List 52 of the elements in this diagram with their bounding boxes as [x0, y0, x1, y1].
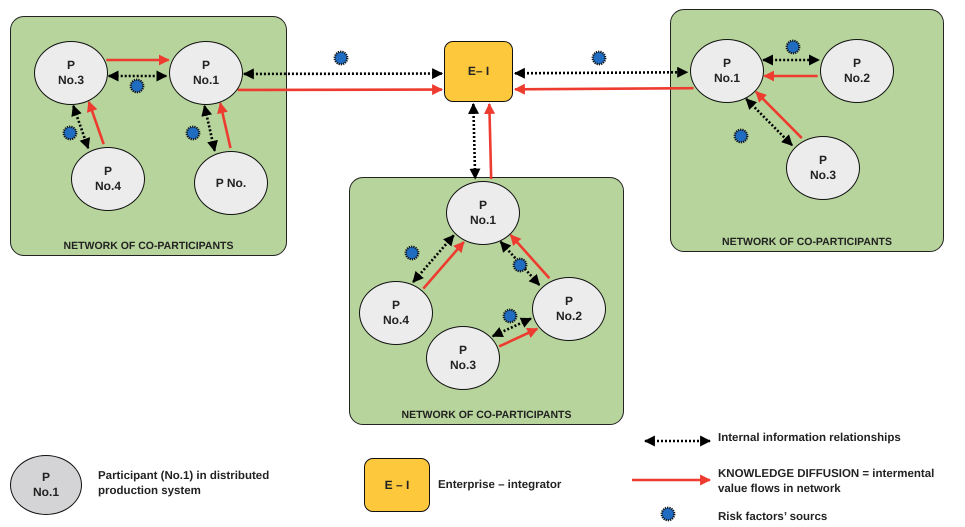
legend-text: Risk factors’ sourcs — [718, 510, 828, 525]
legend-text: Participant (No.1) in distributed production system — [98, 469, 270, 499]
panel-caption: NETWORK OF CO-PARTICIPANTS — [62, 240, 234, 252]
arrow — [755, 90, 803, 139]
panel-caption: NETWORK OF CO-PARTICIPANTS — [721, 236, 893, 248]
dotted-arrow — [500, 240, 540, 286]
participant-ellipse — [426, 326, 500, 390]
node-label: P No.4 — [94, 164, 122, 194]
legend-text: KNOWLEDGE DIFFUSION = intermental value flows in network — [718, 467, 936, 497]
dotted-arrow — [492, 317, 532, 338]
node-label: P No.4 — [382, 298, 410, 328]
node-label: P No.1 — [32, 470, 60, 500]
arrow — [238, 84, 444, 96]
integrator-box — [364, 458, 430, 512]
network-panel — [670, 9, 944, 252]
dotted-arrow — [108, 70, 168, 82]
legend-text: Enterprise – integrator — [438, 478, 562, 493]
participant-ellipse — [446, 181, 520, 245]
dotted-arrow — [514, 66, 688, 79]
node-label: P No.3 — [56, 58, 85, 88]
arrow — [217, 102, 232, 148]
node-label: P No.1 — [712, 56, 741, 86]
arrow — [484, 102, 496, 180]
arrow — [86, 100, 105, 145]
node-label: P No.1 — [192, 58, 220, 88]
node-label: P No. — [214, 176, 248, 190]
node-label: E– I — [466, 64, 490, 79]
node-label: P No.1 — [468, 198, 497, 228]
dotted-arrow — [745, 98, 793, 146]
arrow — [510, 234, 550, 280]
arrow — [498, 328, 538, 348]
dotted-arrow — [71, 104, 90, 150]
dotted-arrow — [762, 54, 820, 66]
node-label: P No.2 — [842, 56, 871, 86]
integrator-box — [444, 41, 513, 102]
dotted-arrow — [201, 104, 218, 152]
node-label: E – I — [384, 478, 410, 492]
legend-text: Internal information relationships — [718, 431, 902, 446]
network-panel — [349, 177, 624, 425]
dotted-arrow — [412, 234, 455, 283]
participant-ellipse — [359, 281, 433, 345]
network-panel — [10, 16, 287, 256]
panel-caption: NETWORK OF CO-PARTICIPANTS — [400, 409, 572, 421]
dotted-arrow — [468, 102, 480, 180]
dotted-arrow — [242, 68, 444, 80]
arrow — [422, 241, 465, 290]
node-label: P No.2 — [554, 294, 583, 324]
node-label: P No.3 — [808, 153, 837, 183]
arrow — [763, 70, 818, 82]
arrow — [106, 54, 170, 66]
node-label: P No.3 — [448, 343, 477, 373]
arrow — [514, 84, 694, 95]
